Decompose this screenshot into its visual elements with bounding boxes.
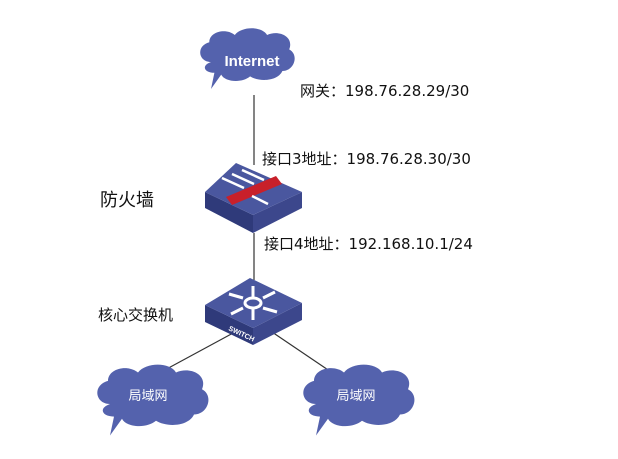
lan-left-cloud-icon: 局域网 [97, 364, 209, 436]
switch-icon: SWITCH [205, 278, 302, 345]
lan-right-label: 局域网 [336, 389, 375, 404]
core-switch-label: 核心交换机 [98, 306, 174, 324]
firewall-label: 防火墙 [100, 190, 154, 211]
gateway-label: 网关：198.76.28.29/30 [300, 82, 470, 100]
port3-label: 接口3地址：198.76.28.30/30 [262, 150, 471, 168]
lan-right-cloud-icon: 局域网 [303, 364, 415, 436]
port4-label: 接口4地址：192.168.10.1/24 [264, 235, 473, 253]
internet-label: Internet [224, 53, 279, 70]
lan-left-label: 局域网 [128, 389, 167, 404]
internet-cloud-icon: Internet [200, 28, 295, 89]
firewall-icon [205, 163, 302, 233]
